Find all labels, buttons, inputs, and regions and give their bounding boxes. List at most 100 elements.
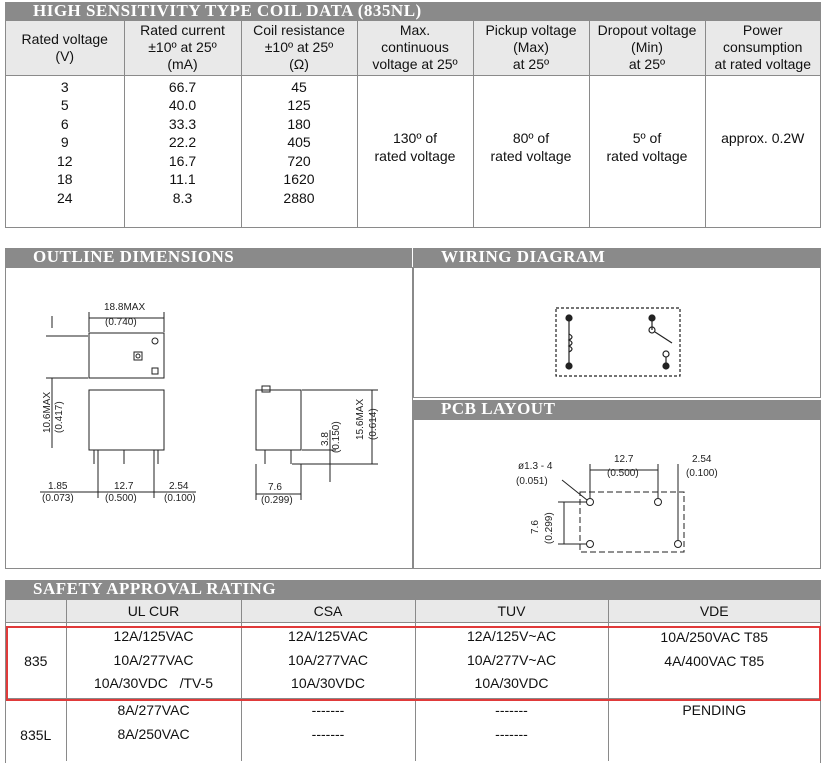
- terminal-mark: [133, 351, 143, 361]
- hole-label-inch: (0.051): [516, 476, 548, 487]
- power-value: approx. 0.2W: [721, 129, 805, 146]
- pcb-hole: [654, 498, 662, 506]
- rating-line: 10A/30VDC: [474, 675, 549, 692]
- pin-mark: [151, 337, 159, 345]
- vde-cell: 10A/250VAC T85 4A/400VAC T85: [607, 622, 820, 699]
- contact-switch: [654, 331, 673, 344]
- header-line: at 25º: [628, 56, 666, 73]
- dropout-voltage-cell: 5º of rated voltage: [588, 75, 705, 227]
- ul-cell: 8A/277VAC 8A/250VAC: [65, 698, 241, 761]
- header-dropout-voltage: Dropout voltage (Min) at 25º: [588, 21, 705, 76]
- header-power-consumption: Power consumption at rated voltage: [704, 21, 820, 76]
- voltage-cell: 3: [60, 78, 69, 95]
- resistance-cell: 125: [287, 97, 311, 114]
- max-voltage-line: rated voltage: [374, 148, 456, 165]
- side-width-label: 7.6: [268, 482, 282, 493]
- pitch2-label: 12.7: [114, 481, 134, 492]
- rating-line: 10A/277VAC: [288, 651, 368, 668]
- safety-header-model: [6, 600, 66, 623]
- spacing2-label-inch: (0.100): [686, 468, 718, 479]
- spacing1-label-inch: (0.500): [607, 468, 639, 479]
- pcb-hole: [674, 540, 682, 548]
- pcb-drawing: 12.7 (0.500) 2.54 (0.100) ø1.3 - 4 (0.05…: [516, 454, 718, 553]
- contact-terminal: [662, 362, 670, 370]
- side-tab: [261, 385, 271, 393]
- hole-leader: [561, 479, 588, 501]
- resistance-column: 45 125 180 405 720 1620 2880: [240, 75, 357, 227]
- wiring-section-title: WIRING DIAGRAM: [413, 248, 821, 267]
- rating-line: 10A/30VDC /TV-5: [93, 675, 214, 692]
- coil-table-frame: Rated voltage (V) Rated current ±10º at …: [5, 20, 821, 228]
- pitch1-label: 1.85: [48, 481, 68, 492]
- current-cell: 33.3: [168, 115, 197, 132]
- csa-cell: ------- -------: [240, 698, 415, 761]
- header-line: Dropout voltage: [597, 22, 697, 39]
- outline-frame: 18.8MAX (0.740) 10.6MAX (0.417) 1.85 (0.…: [5, 267, 413, 569]
- width-label: 18.8MAX: [104, 302, 145, 313]
- header-line: continuous: [381, 39, 449, 56]
- side-width-label-inch: (0.299): [261, 495, 293, 506]
- pcb-section-title: PCB LAYOUT: [413, 400, 821, 419]
- model-835: 835: [24, 652, 48, 669]
- wiring-drawing: [555, 307, 681, 377]
- side-height-label: 15.6MAX: [355, 399, 366, 440]
- safety-header-ul: UL CUR: [65, 600, 241, 623]
- pitch2-label-inch: (0.500): [105, 493, 137, 504]
- coil-table: Rated voltage (V) Rated current ±10º at …: [6, 21, 820, 227]
- header-line: Rated current: [140, 22, 225, 39]
- pickup-line: 80º of: [512, 129, 550, 146]
- relay-front-view: [88, 389, 165, 451]
- pcb-hole: [586, 498, 594, 506]
- relay-top-view: [88, 332, 165, 379]
- coil-symbol: [567, 333, 573, 353]
- rating-line: -------: [495, 725, 528, 742]
- resistance-cell: 2880: [283, 190, 315, 207]
- rating-line: 12A/125VAC: [113, 628, 194, 645]
- wiring-title: WIRING DIAGRAM: [441, 247, 606, 266]
- rating-line: 10A/250VAC T85: [660, 629, 769, 645]
- pin-mark-square: [151, 367, 159, 375]
- rating-line: 10A/30VDC: [291, 675, 365, 692]
- current-cell: 22.2: [168, 134, 197, 151]
- csa-cell: 12A/125VAC 10A/277VAC 10A/30VDC: [240, 622, 415, 699]
- safety-section-title: SAFETY APPROVAL RATING: [5, 580, 821, 599]
- header-line: (Ω): [289, 56, 309, 73]
- header-line: (Min): [631, 39, 663, 56]
- current-cell: 8.3: [172, 190, 193, 207]
- contact-terminal: [648, 314, 656, 322]
- rating-line: 10A/277V~AC: [466, 651, 557, 668]
- coil-terminal: [565, 362, 573, 370]
- model-835l: 835L: [6, 698, 66, 761]
- header-line: Pickup voltage: [485, 22, 577, 39]
- tuv-cell: 12A/125V~AC 10A/277V~AC 10A/30VDC: [414, 622, 608, 699]
- safety-title: SAFETY APPROVAL RATING: [33, 579, 277, 598]
- rating-line: -------: [311, 725, 345, 742]
- contact-point: [662, 350, 670, 358]
- pickup-line: rated voltage: [490, 148, 572, 165]
- max-voltage-cell: 130º of rated voltage: [356, 75, 473, 227]
- header-line: at rated voltage: [714, 56, 811, 73]
- voltage-cell: 24: [56, 190, 73, 207]
- resistance-cell: 180: [287, 115, 311, 132]
- resistance-cell: 405: [287, 134, 311, 151]
- safety-header-vde: VDE: [607, 600, 820, 623]
- rating-line: -------: [311, 702, 345, 718]
- pitch1-label-inch: (0.073): [42, 493, 74, 504]
- header-line: Rated voltage: [21, 30, 108, 47]
- header-line: ±10º at 25º: [148, 39, 217, 56]
- wiring-outline: [555, 307, 681, 377]
- spacing3-label-inch: (0.299): [544, 512, 555, 544]
- vde-cell: PENDING: [607, 698, 820, 761]
- current-column: 66.7 40.0 33.3 22.2 16.7 11.1 8.3: [123, 75, 241, 227]
- voltage-cell: 6: [60, 115, 69, 132]
- voltage-cell: 5: [60, 97, 69, 114]
- hole-label: ø1.3 - 4: [518, 461, 553, 472]
- voltage-cell: 18: [56, 171, 73, 188]
- rating-line: -------: [495, 702, 528, 718]
- rating-line: 12A/125VAC: [288, 628, 368, 645]
- header-line: voltage at 25º: [372, 56, 458, 73]
- pcb-frame: 12.7 (0.500) 2.54 (0.100) ø1.3 - 4 (0.05…: [413, 419, 821, 569]
- resistance-cell: 45: [291, 78, 307, 95]
- table-row: 835 12A/125VAC 10A/277VAC 10A/30VDC /TV-…: [6, 622, 820, 699]
- header-line: at 25º: [512, 56, 550, 73]
